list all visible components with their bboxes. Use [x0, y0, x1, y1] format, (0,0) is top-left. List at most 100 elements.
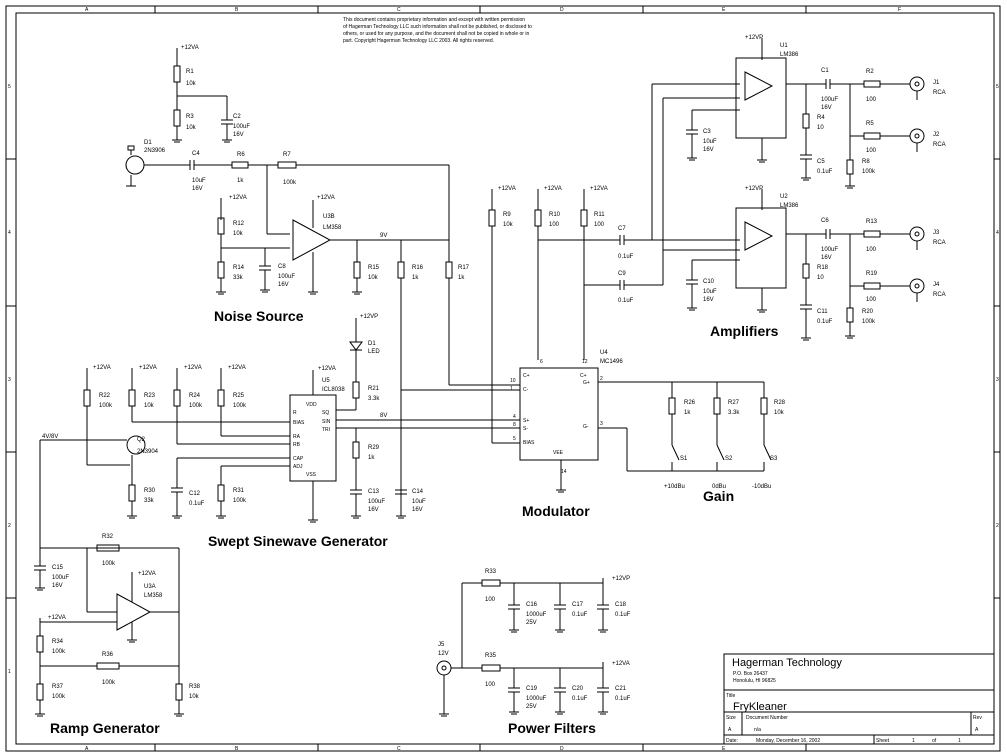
resistor-r28	[760, 397, 768, 415]
svg-text:BIAS: BIAS	[523, 440, 535, 446]
svg-text:+12VA: +12VA	[48, 615, 66, 621]
resistor-r13	[863, 230, 881, 238]
resistor-r19	[863, 282, 881, 290]
resistor-r7	[277, 161, 297, 169]
opamp-u3a	[116, 593, 152, 631]
resistor-r24	[173, 389, 181, 407]
svg-text:100uF: 100uF	[821, 247, 838, 253]
svg-text:C12: C12	[189, 491, 201, 497]
svg-text:10k: 10k	[186, 81, 197, 87]
power-filters-title: Power Filters	[508, 720, 596, 736]
svg-text:0.1uF: 0.1uF	[817, 319, 833, 325]
resistor-r10	[534, 209, 542, 227]
outer-border	[5, 5, 1001, 752]
svg-text:10k: 10k	[503, 222, 514, 228]
resistor-r33	[481, 579, 501, 587]
svg-text:33k: 33k	[233, 275, 244, 281]
col-f-top: F	[898, 7, 901, 13]
svg-text:16V: 16V	[703, 297, 714, 303]
svg-text:C2: C2	[233, 114, 241, 120]
svg-text:LM358: LM358	[144, 593, 163, 599]
svg-text:1000uF: 1000uF	[526, 612, 547, 618]
svg-text:16V: 16V	[52, 583, 63, 589]
svg-text:VDD: VDD	[306, 402, 317, 408]
col-a-top: A	[85, 7, 89, 13]
ramp-generator-block: C15 100uF 16V R32 100k U3A LM358 +12VA +…	[34, 440, 201, 736]
svg-text:R: R	[293, 410, 297, 416]
svg-text:R1: R1	[186, 69, 194, 75]
svg-text:0.1uF: 0.1uF	[615, 696, 631, 702]
svg-text:G-: G-	[583, 424, 589, 430]
svg-text:16V: 16V	[368, 507, 379, 513]
svg-text:1k: 1k	[684, 410, 691, 416]
svg-text:+12VP: +12VP	[360, 314, 378, 320]
svg-text:C19: C19	[526, 686, 538, 692]
svg-text:16V: 16V	[703, 147, 714, 153]
svg-text:U3A: U3A	[144, 584, 156, 590]
svg-text:RB: RB	[293, 442, 301, 448]
svg-text:C15: C15	[52, 565, 64, 571]
svg-text:0dBu: 0dBu	[712, 484, 726, 490]
amplifiers-title: Amplifiers	[710, 323, 779, 339]
rca-jack-j4	[909, 278, 925, 294]
svg-text:A: A	[728, 727, 732, 733]
svg-text:100uF: 100uF	[368, 499, 385, 505]
amplifiers-block: +12VP U1 LM386 C3 10uF 16V R4 10 C5 0.1u…	[686, 35, 946, 341]
svg-text:R8: R8	[862, 159, 870, 165]
col-c-bot: C	[397, 746, 401, 752]
opamp-u3b	[292, 219, 332, 261]
row-4-left: 4	[8, 230, 11, 236]
svg-text:10: 10	[817, 125, 824, 131]
resistor-r38	[175, 683, 183, 701]
led-d1	[349, 341, 363, 351]
resistor-r25	[217, 389, 225, 407]
svg-text:Monday, December 16, 2002: Monday, December 16, 2002	[756, 738, 820, 744]
modulator-bias-block: +12VA R9 10k +12VA R10 100 +12VA R11 100…	[488, 83, 740, 444]
svg-text:12: 12	[582, 359, 588, 365]
svg-text:Q2: Q2	[137, 437, 146, 443]
svg-text:2N3906: 2N3906	[144, 148, 166, 154]
resistor-r2	[863, 80, 881, 88]
svg-text:U3B: U3B	[323, 214, 335, 220]
col-d-top: D	[560, 7, 564, 13]
svg-text:100: 100	[485, 597, 496, 603]
svg-text:100k: 100k	[52, 649, 66, 655]
svg-text:3: 3	[600, 421, 603, 427]
svg-text:100uF: 100uF	[52, 575, 69, 581]
title-block: Hagerman Technology P.O. Box 26437 Honol…	[723, 653, 995, 745]
svg-text:100k: 100k	[52, 694, 66, 700]
svg-text:+12VP: +12VP	[745, 35, 763, 41]
svg-text:SQ: SQ	[322, 410, 329, 416]
svg-text:Date:: Date:	[726, 738, 738, 744]
svg-text:D1: D1	[144, 140, 152, 146]
svg-text:100k: 100k	[99, 403, 113, 409]
svg-text:U2: U2	[780, 194, 788, 200]
svg-text:100k: 100k	[233, 498, 247, 504]
svg-text:Title: Title	[726, 693, 735, 699]
svg-text:R28: R28	[774, 400, 786, 406]
svg-text:16V: 16V	[821, 105, 832, 111]
resistor-r30	[128, 484, 136, 502]
svg-text:LM386: LM386	[780, 52, 799, 58]
svg-text:+10dBu: +10dBu	[664, 484, 685, 490]
svg-text:R33: R33	[485, 569, 497, 575]
svg-text:R15: R15	[368, 265, 380, 271]
amp-u2	[744, 221, 774, 251]
noise-source-title: Noise Source	[214, 308, 304, 324]
svg-text:10uF: 10uF	[703, 289, 717, 295]
rca-jack-j2	[909, 128, 925, 144]
svg-text:C8: C8	[278, 264, 286, 270]
resistor-r5	[863, 132, 881, 140]
col-d-bot: D	[560, 746, 564, 752]
svg-text:R35: R35	[485, 653, 497, 659]
svg-text:+12VP: +12VP	[745, 186, 763, 192]
svg-text:C10: C10	[703, 279, 715, 285]
svg-text:C7: C7	[618, 226, 626, 232]
resistor-r20	[846, 307, 854, 323]
svg-text:C1: C1	[821, 68, 829, 74]
transistor-d1	[125, 155, 145, 175]
rca-jack-j3	[909, 226, 925, 242]
drawing-title: FryKleaner	[733, 701, 787, 713]
row-4-right: 4	[996, 230, 999, 236]
